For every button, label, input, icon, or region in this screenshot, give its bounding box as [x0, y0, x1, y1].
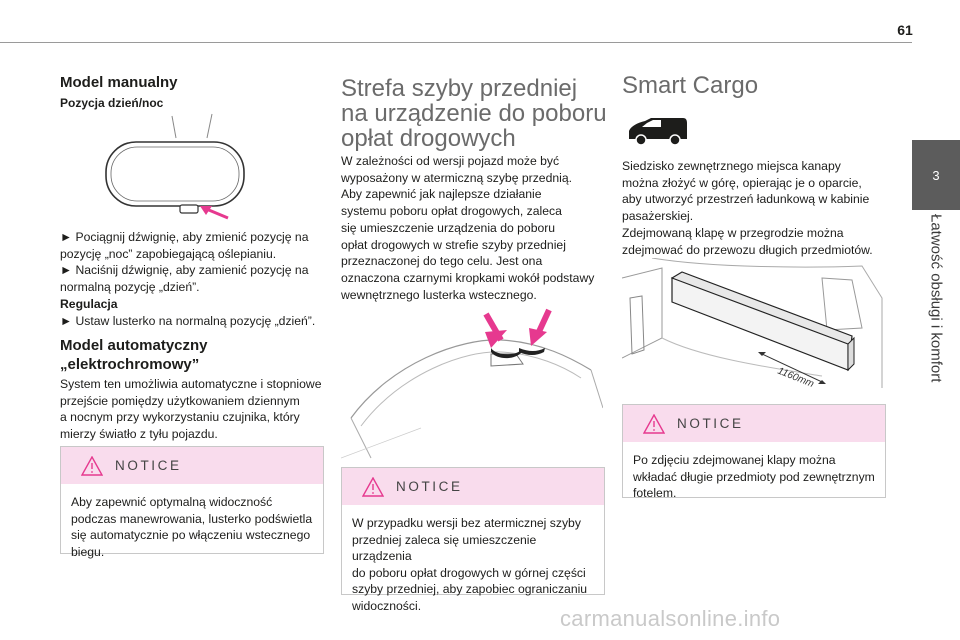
description-line: pasażerskiej. [622, 209, 694, 224]
warning-triangle-icon [362, 476, 384, 497]
description-line: System ten umożliwia automatyczne i stop… [60, 377, 322, 391]
notice-line: fotelem. [633, 486, 677, 501]
auto-heading-line: „elektrochromowy” [60, 356, 200, 373]
van-icon [629, 118, 687, 146]
notice-text: Po zdjęciu zdejmowanej klapy można wkład… [623, 442, 885, 510]
description-line: przeznaczonej do tego celu. Jest ona [341, 254, 543, 269]
description-line: wyposażony w atermiczną szybę przednią. [341, 170, 572, 185]
description-line: mierzy światło z tyłu pojazdu. [60, 427, 218, 442]
title-line: opłat drogowych [341, 125, 516, 152]
toll-zone-title: Strefa szyby przedniej na urządzenie do … [341, 76, 607, 151]
instruction-line: pozycję „noc” zapobiegającą oślepianiu. [60, 246, 277, 261]
notice-line: do poboru opłat drogowych w górnej częśc… [352, 565, 586, 580]
notice-line: szyby przedniej, aby zapobiec ograniczan… [352, 582, 588, 597]
notice-box-cargo: NOTICE Po zdjęciu zdejmowanej klapy możn… [622, 404, 886, 500]
toll-zone-description: W zależności od wersji pojazd może być w… [341, 153, 601, 303]
smart-cargo-title: Smart Cargo [622, 72, 759, 99]
description-line: Siedzisko zewnętrznego miejsca kanapy [622, 159, 841, 173]
description-line: można złożyć w górę, opierając je o opar… [622, 175, 862, 190]
notice-line: wkładać długie przedmioty pod zewnętrzny… [633, 469, 875, 484]
chapter-title: Łatwość obsługi i komfort [927, 214, 945, 383]
description-line: przejście pomiędzy użytkowaniem dziennym [60, 393, 300, 408]
day-night-subheading: Pozycja dzień/noc [60, 96, 164, 110]
notice-label: NOTICE [396, 479, 463, 494]
notice-line: widoczności. [352, 598, 422, 613]
notice-label: NOTICE [677, 416, 744, 431]
auto-model-heading: Model automatyczny „elektrochromowy” [60, 336, 208, 374]
notice-box-mirror: NOTICE Aby zapewnić optymalną widoczność… [60, 446, 324, 559]
rearview-mirror-illustration [105, 113, 245, 220]
description-line: opłat drogowych w strefie szyby przednie… [341, 237, 566, 252]
warning-triangle-icon [643, 413, 665, 434]
notice-line: podczas manewrowania, lusterko podświetl… [71, 511, 313, 526]
notice-header: NOTICE [623, 405, 885, 442]
notice-line: W przypadku wersji bez atermicznej szyby [352, 516, 581, 530]
regulation-label: Regulacja [60, 296, 118, 311]
notice-line: się automatycznie po włączeniu wsteczneg… [71, 528, 311, 543]
title-line: Strefa szyby przedniej [341, 75, 578, 102]
description-line: Aby zapewnić jak najlepsze działanie [341, 187, 542, 202]
header-rule [0, 42, 912, 43]
notice-line: Aby zapewnić optymalną widoczność [71, 495, 273, 509]
notice-header: NOTICE [61, 447, 323, 484]
instruction-line: ► Ustaw lusterko na normalną pozycję „dz… [60, 313, 316, 328]
description-line: się umieszczenie urządzenia do poboru [341, 220, 556, 235]
watermark: carmanualsonline.info [560, 606, 781, 631]
description-line: aby utworzyć przestrzeń ładunkową w kabi… [622, 192, 870, 207]
description-line: systemu poboru opłat drogowych, zaleca [341, 204, 562, 219]
day-night-instructions: ► Pociągnij dźwignię, aby zmienić pozycj… [60, 229, 330, 329]
warning-triangle-icon [81, 455, 103, 476]
auto-heading-line: Model automatyczny [60, 337, 208, 354]
notice-line: przedniej zaleca się umieszczenie urządz… [352, 532, 537, 564]
description-line: Zdejmowaną klapę w przegrodzie można [622, 225, 844, 240]
description-line: W zależności od wersji pojazd może być [341, 154, 560, 168]
cargo-space-illustration: 1160mm [622, 258, 883, 390]
description-line: oznaczona czarnymi kropkami wokół podsta… [341, 270, 595, 285]
notice-label: NOTICE [115, 458, 182, 473]
chapter-tab: 3 [912, 140, 960, 210]
chapter-number: 3 [932, 167, 940, 183]
windshield-illustration [341, 308, 603, 459]
description-line: zdejmować do przewozu długich przedmiotó… [622, 242, 873, 257]
notice-text: Aby zapewnić optymalną widoczność podcza… [61, 484, 323, 568]
notice-text: W przypadku wersji bez atermicznej szyby… [342, 505, 604, 623]
notice-line: Po zdjęciu zdejmowanej klapy można [633, 453, 836, 467]
auto-description: System ten umożliwia automatyczne i stop… [60, 376, 330, 443]
instruction-line: ► Pociągnij dźwignię, aby zmienić pozycj… [60, 230, 309, 244]
notice-box-toll: NOTICE W przypadku wersji bez atermiczne… [341, 467, 605, 613]
title-line: na urządzenie do poboru [341, 100, 607, 127]
page-number: 61 [897, 22, 913, 38]
instruction-line: ► Naciśnij dźwignię, aby zamienić pozycj… [60, 263, 309, 278]
manual-model-heading: Model manualny [60, 74, 178, 91]
notice-line: biegu. [71, 544, 105, 559]
smart-cargo-description: Siedzisko zewnętrznego miejsca kanapy mo… [622, 158, 884, 258]
description-line: a nocnym przy wykorzystaniu czujnika, kt… [60, 410, 300, 425]
notice-header: NOTICE [342, 468, 604, 505]
instruction-line: normalną pozycję „dzień”. [60, 280, 200, 295]
description-line: wewnętrznego lusterka wstecznego. [341, 287, 537, 302]
